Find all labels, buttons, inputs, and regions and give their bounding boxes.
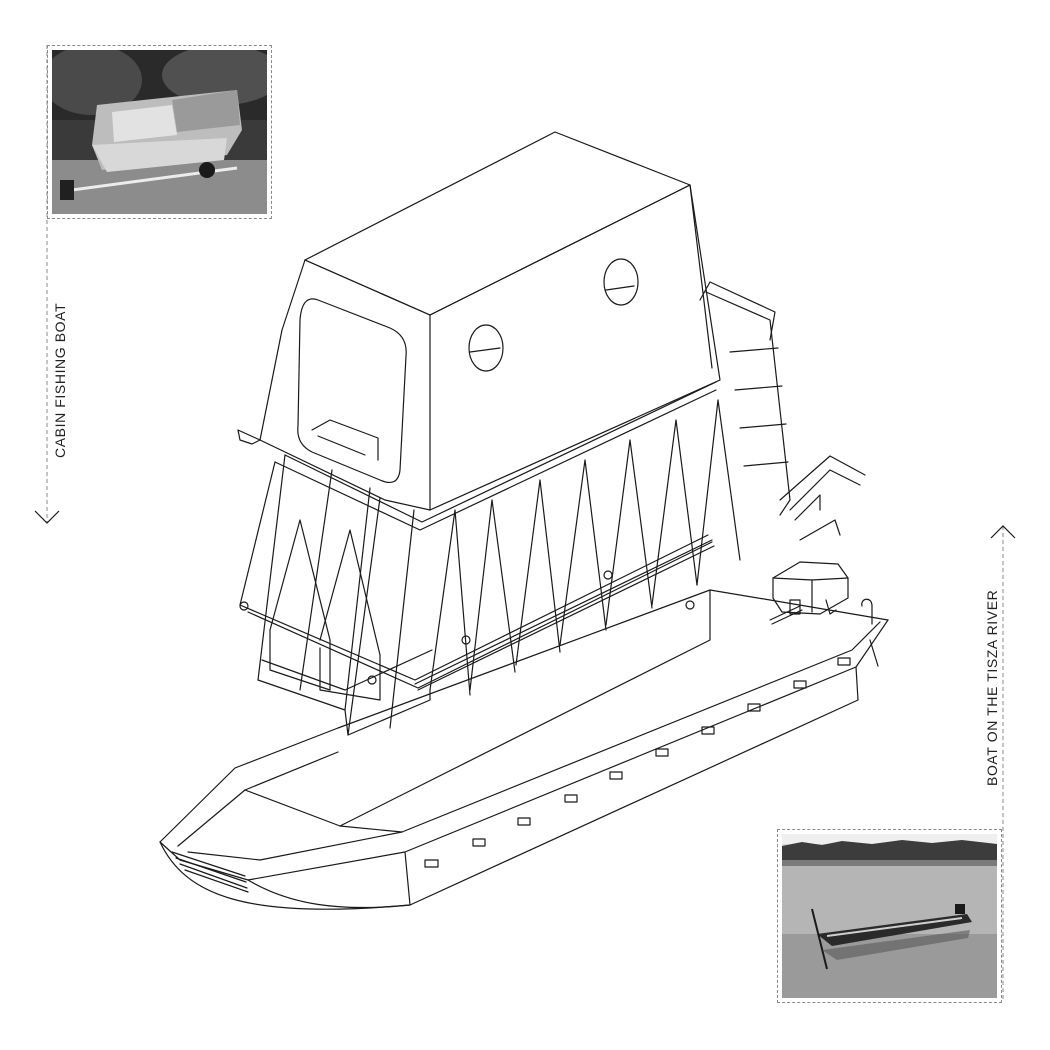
cabin-shell xyxy=(237,131,721,511)
left-leader-line xyxy=(34,45,60,524)
rib-frame xyxy=(239,281,866,736)
outboard-motor xyxy=(769,561,849,625)
cabin-fishing-boat-photo xyxy=(47,45,272,219)
boat-on-tisza-river-label: BOAT ON THE TISZA RIVER xyxy=(984,589,1000,786)
boat-on-river-photo xyxy=(777,829,1002,1003)
right-leader-line xyxy=(990,525,1016,1002)
cabin-fishing-boat-label: CABIN FISHING BOAT xyxy=(52,302,68,458)
arrow-down-icon xyxy=(34,510,60,524)
arrow-up-icon xyxy=(990,525,1016,539)
boat-hull xyxy=(159,589,889,910)
